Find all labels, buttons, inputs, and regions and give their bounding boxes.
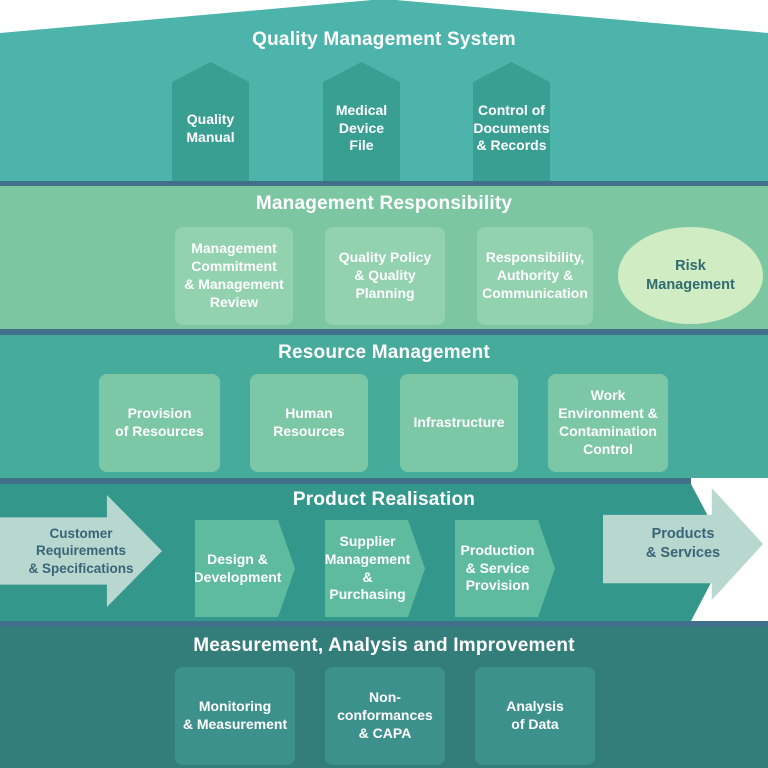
box-responsibility-authority-communication: Responsibility, Authority & Communicatio…: [477, 227, 593, 325]
chevron-design-development: Design & Development: [195, 520, 295, 617]
box-medical-device-file: Medical Device File: [323, 62, 400, 181]
divider-3: [0, 478, 691, 484]
band-management-responsibility: Management Responsibility Management Com…: [0, 186, 768, 329]
chevron-supplier-management-purchasing: Supplier Management & Purchasing: [325, 520, 425, 617]
ellipse-risk-management: Risk Management: [618, 227, 763, 324]
box-analysis-of-data: Analysis of Data: [475, 667, 595, 765]
box-control-of-documents-records: Control of Documents & Records: [473, 62, 550, 181]
box-management-commitment-review: Management Commitment & Management Revie…: [175, 227, 293, 325]
divider-1: [0, 181, 768, 186]
band-title-management-responsibility: Management Responsibility: [255, 193, 513, 214]
divider-4: [0, 621, 768, 627]
band-quality-management-system: Quality Management System Quality Manual…: [0, 0, 768, 181]
band-title-resource-management: Resource Management: [278, 342, 490, 363]
box-monitoring-measurement: Monitoring & Measurement: [175, 667, 295, 765]
box-provision-of-resources: Provision of Resources: [99, 374, 220, 472]
band-product-realisation: Product Realisation Customer Requirement…: [0, 484, 768, 621]
box-quality-policy-planning: Quality Policy & Quality Planning: [325, 227, 445, 325]
band-title-quality-management-system: Quality Management System: [252, 29, 516, 50]
band-measurement-analysis-improvement: Measurement, Analysis and Improvement Mo…: [0, 627, 768, 768]
band-title-measurement-analysis-improvement: Measurement, Analysis and Improvement: [193, 635, 575, 656]
divider-2: [0, 329, 768, 335]
box-quality-manual: Quality Manual: [172, 62, 249, 181]
chevron-production-service-provision: Production & Service Provision: [455, 520, 555, 617]
box-work-environment-contamination-control: Work Environment & Contamination Control: [548, 374, 668, 472]
band-resource-management: Resource Management Provision of Resourc…: [0, 335, 768, 478]
box-infrastructure: Infrastructure: [400, 374, 518, 472]
band-title-product-realisation: Product Realisation: [292, 489, 476, 510]
box-human-resources: Human Resources: [250, 374, 368, 472]
box-non-conformances-capa: Non- conformances & CAPA: [325, 667, 445, 765]
